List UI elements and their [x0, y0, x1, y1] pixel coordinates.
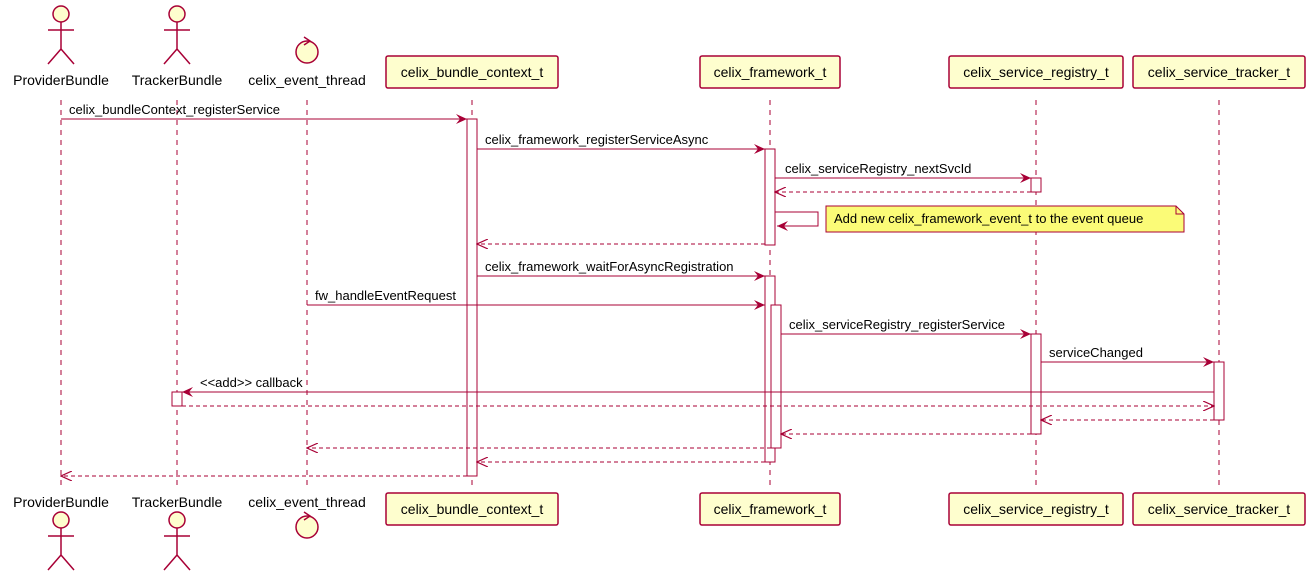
self-message-arrow: [775, 211, 819, 231]
message-provider-to-ctx: celix_bundleContext_registerService: [61, 102, 467, 124]
lifelines: [60, 100, 1220, 490]
actor-head: [52, 511, 70, 529]
participant-box: [948, 55, 1124, 89]
message-fw-to-fw: [775, 211, 819, 231]
activation-bar-tracker: [171, 391, 183, 407]
message-eventthread-to-fw: fw_handleEventRequest: [307, 288, 765, 310]
message-label: celix_framework_registerServiceAsync: [485, 132, 709, 147]
activation-bar-fw: [770, 304, 782, 449]
participant-box: [385, 492, 559, 526]
participant-name: TrackerBundle: [132, 494, 223, 510]
participant-trk-top: celix_service_tracker_t: [1132, 55, 1306, 89]
participant-name: celix_framework_t: [714, 64, 827, 80]
message-ctx-to-fw: celix_framework_waitForAsyncRegistration: [477, 259, 765, 281]
participant-name: celix_service_registry_t: [963, 501, 1109, 517]
participant-name: celix_framework_t: [714, 501, 827, 517]
actor-body: [163, 22, 191, 65]
message-label: fw_handleEventRequest: [315, 288, 456, 303]
message-fw-to-reg: celix_serviceRegistry_registerService: [781, 317, 1031, 339]
participant-ctx-top: celix_bundle_context_t: [385, 55, 559, 89]
activation-bars: [171, 118, 1225, 477]
activation-bar-reg: [1030, 333, 1042, 435]
participant-eventthread-bottom: celix_event_thread: [248, 494, 366, 539]
participant-ctx-bottom: celix_bundle_context_t: [385, 492, 559, 526]
participant-name: ProviderBundle: [13, 494, 109, 510]
participant-name: celix_event_thread: [248, 72, 366, 88]
actor-head: [168, 511, 186, 529]
actor-head: [168, 5, 186, 23]
control-circle: [295, 515, 319, 539]
participant-tracker-bottom: TrackerBundle: [132, 494, 223, 571]
activation-bar-trk: [1213, 361, 1225, 421]
participant-name: celix_event_thread: [248, 494, 366, 510]
note-fold: [1175, 206, 1184, 215]
messages: celix_bundleContext_registerServicecelix…: [61, 102, 1214, 476]
participant-tracker-top: TrackerBundle: [132, 5, 223, 88]
participant-eventthread-top: celix_event_thread: [248, 36, 366, 88]
message-label: <<add>> callback: [200, 375, 303, 390]
message-label: serviceChanged: [1049, 345, 1143, 360]
participant-reg-bottom: celix_service_registry_t: [948, 492, 1124, 526]
participant-name: ProviderBundle: [13, 72, 109, 88]
actor-body: [163, 528, 191, 571]
participant-box: [699, 55, 841, 89]
participant-box: [385, 55, 559, 89]
message-ctx-to-fw: celix_framework_registerServiceAsync: [477, 132, 765, 154]
participant-box: [948, 492, 1124, 526]
message-trk-to-tracker: <<add>> callback: [182, 375, 1214, 397]
message-label: celix_serviceRegistry_registerService: [789, 317, 1005, 332]
participant-reg-top: celix_service_registry_t: [948, 55, 1124, 89]
participant-box: [1132, 55, 1306, 89]
note-shape: [825, 205, 1185, 233]
message-fw-to-reg: celix_serviceRegistry_nextSvcId: [775, 161, 1031, 183]
actor-body: [47, 528, 75, 571]
participant-name: celix_bundle_context_t: [401, 501, 544, 517]
participant-trk-bottom: celix_service_tracker_t: [1132, 492, 1306, 526]
control-arrow: [303, 511, 312, 521]
participant-provider-bottom: ProviderBundle: [13, 494, 109, 571]
participant-box: [699, 492, 841, 526]
participant-name: TrackerBundle: [132, 72, 223, 88]
participant-name: celix_bundle_context_t: [401, 64, 544, 80]
participants: ProviderBundleProviderBundleTrackerBundl…: [13, 5, 1306, 571]
message-label: celix_framework_waitForAsyncRegistration: [485, 259, 734, 274]
participant-name: celix_service_registry_t: [963, 64, 1109, 80]
activation-bar-ctx: [466, 118, 478, 477]
participant-fw-bottom: celix_framework_t: [699, 492, 841, 526]
participant-name: celix_service_tracker_t: [1148, 64, 1290, 80]
control-circle: [295, 40, 319, 64]
message-label: celix_bundleContext_registerService: [69, 102, 280, 117]
participant-box: [1132, 492, 1306, 526]
participant-fw-top: celix_framework_t: [699, 55, 841, 89]
note: Add new celix_framework_event_t to the e…: [825, 205, 1185, 233]
message-label: celix_serviceRegistry_nextSvcId: [785, 161, 971, 176]
message-reg-to-trk: serviceChanged: [1041, 345, 1214, 367]
control-arrow: [303, 36, 312, 46]
actor-body: [47, 22, 75, 65]
participant-provider-top: ProviderBundle: [13, 5, 109, 88]
activation-bar-fw: [764, 148, 776, 246]
activation-bar-reg: [1030, 177, 1042, 193]
note-text: Add new celix_framework_event_t to the e…: [834, 211, 1143, 226]
actor-head: [52, 5, 70, 23]
participant-name: celix_service_tracker_t: [1148, 501, 1290, 517]
